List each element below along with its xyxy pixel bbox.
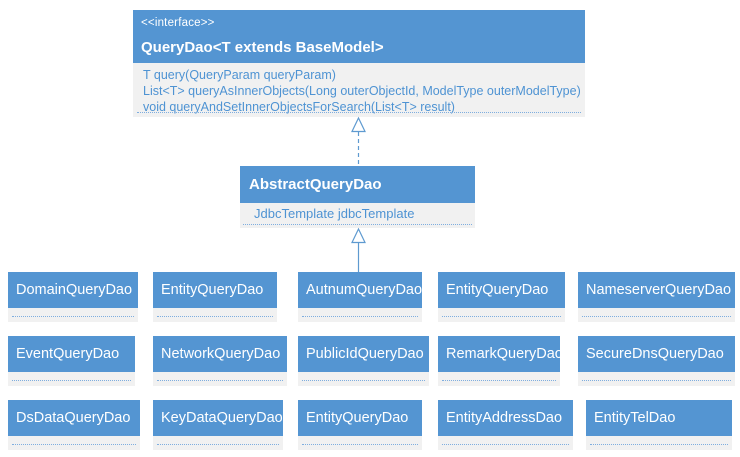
empty-compartment [153,372,287,386]
interface-stereotype: <<interface>> [141,17,215,29]
class-name: DomainQueryDao [8,272,138,308]
class-box-securednsquerydao: SecureDnsQueryDao [578,336,735,386]
attribute: JdbcTemplate jdbcTemplate [254,206,415,221]
class-name: AutnumQueryDao [298,272,422,308]
class-box-entityquerydao-3: EntityQueryDao [298,400,422,450]
generalization-arrow [351,227,366,272]
class-name: NetworkQueryDao [153,336,287,372]
class-name: SecureDnsQueryDao [578,336,735,372]
interface-methods-compartment: T query(QueryParam queryParam) List<T> q… [133,63,585,117]
class-name: EntityTelDao [586,400,732,436]
class-box-entityquerydao-2: EntityQueryDao [438,272,565,322]
empty-compartment [153,436,283,450]
class-box-entityaddressdao: EntityAddressDao [438,400,573,450]
method-signature: List<T> queryAsInnerObjects(Long outerOb… [143,84,581,98]
class-box-keydataquerydao: KeyDataQueryDao [153,400,283,450]
empty-compartment [8,436,140,450]
class-name: EntityQueryDao [153,272,277,308]
class-box-networkquerydao: NetworkQueryDao [153,336,287,386]
empty-compartment [438,436,573,450]
class-name: KeyDataQueryDao [153,400,283,436]
abstract-class-attributes-compartment: JdbcTemplate jdbcTemplate [240,203,475,228]
class-box-entityteldao: EntityTelDao [586,400,732,450]
empty-compartment [586,436,732,450]
class-name: EntityQueryDao [298,400,422,436]
class-box-entityquerydao: EntityQueryDao [153,272,277,322]
class-name: RemarkQueryDao [438,336,560,372]
class-name: PublicIdQueryDao [298,336,429,372]
class-box-publicidquerydao: PublicIdQueryDao [298,336,429,386]
class-box-remarkquerydao: RemarkQueryDao [438,336,560,386]
empty-compartment [298,308,422,322]
class-name: EntityQueryDao [438,272,565,308]
method-signature: void queryAndSetInnerObjectsForSearch(Li… [143,100,455,114]
empty-compartment [153,308,277,322]
class-box-domainquerydao: DomainQueryDao [8,272,138,322]
empty-compartment [438,308,565,322]
empty-compartment [8,372,135,386]
empty-compartment [578,372,735,386]
empty-compartment [298,436,422,450]
empty-compartment [298,372,429,386]
class-box-abstractquerydao: AbstractQueryDao JdbcTemplate jdbcTempla… [240,166,475,228]
empty-compartment [8,308,138,322]
class-box-eventquerydao: EventQueryDao [8,336,135,386]
method-signature: T query(QueryParam queryParam) [143,68,336,82]
abstract-class-name: AbstractQueryDao [240,166,475,203]
realization-arrow [351,116,366,166]
class-name: DsDataQueryDao [8,400,140,436]
interface-name: QueryDao<T extends BaseModel> [141,39,384,56]
class-box-querydao-interface: <<interface>> QueryDao<T extends BaseMod… [133,10,585,117]
class-name: EventQueryDao [8,336,135,372]
class-box-autnumquerydao: AutnumQueryDao [298,272,422,322]
empty-compartment [438,372,560,386]
class-name: EntityAddressDao [438,400,573,436]
interface-header: <<interface>> QueryDao<T extends BaseMod… [133,10,585,63]
class-box-dsdataquerydao: DsDataQueryDao [8,400,140,450]
empty-compartment [578,308,735,322]
class-box-nameserverquerydao: NameserverQueryDao [578,272,735,322]
class-name: NameserverQueryDao [578,272,735,308]
